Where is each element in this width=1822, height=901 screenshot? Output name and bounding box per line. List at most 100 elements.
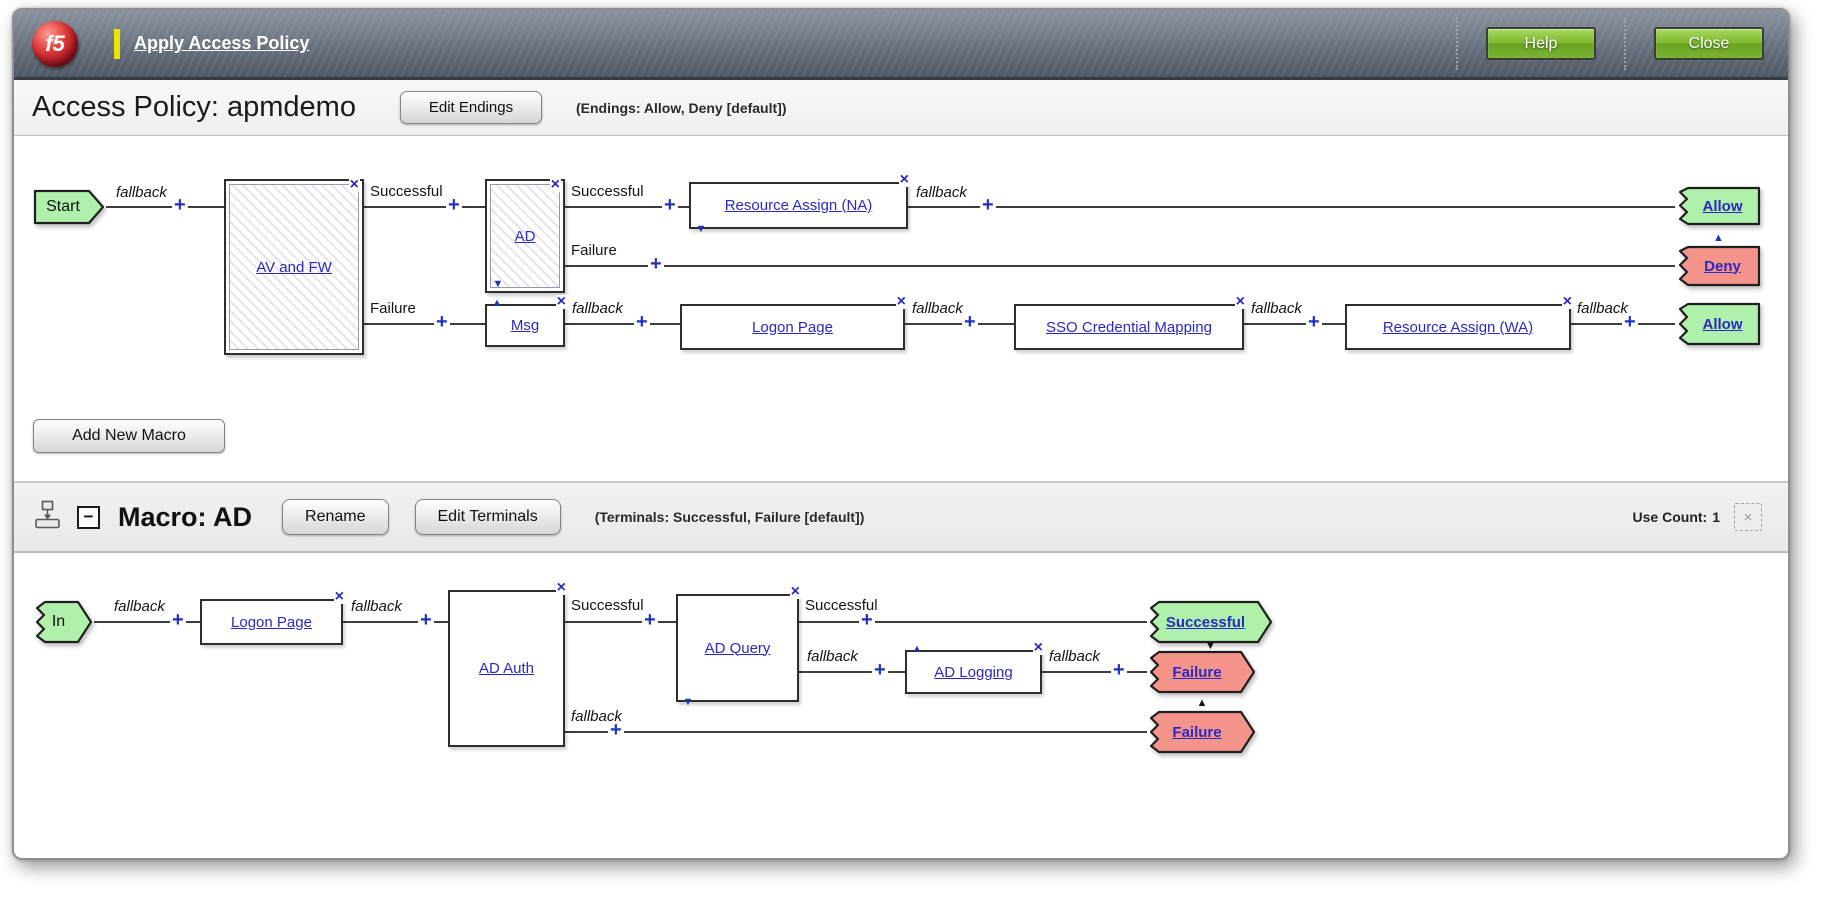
terminal-failure-link[interactable]: Failure (1172, 663, 1222, 681)
delete-node-icon[interactable]: × (895, 293, 907, 310)
add-item-icon[interactable]: + (642, 609, 658, 631)
delete-node-icon[interactable]: × (333, 588, 345, 605)
connector (565, 731, 1147, 733)
ending-allow-link[interactable]: Allow (1702, 315, 1743, 333)
connector (364, 323, 485, 325)
delete-node-icon[interactable]: × (555, 579, 567, 596)
apply-access-policy-link[interactable]: Apply Access Policy (134, 33, 310, 53)
dotted-separator (1456, 17, 1458, 70)
connector (565, 621, 676, 623)
macro-expand-down-icon: ▼ (492, 278, 504, 290)
add-item-icon[interactable]: + (434, 311, 450, 333)
add-item-icon[interactable]: + (634, 311, 650, 333)
add-item-icon[interactable]: + (170, 609, 186, 631)
branch-label-fallback: fallback (572, 300, 623, 317)
delete-node-icon[interactable]: × (789, 583, 801, 600)
delete-node-icon[interactable]: × (1234, 293, 1246, 310)
node-av-and-fw-link[interactable]: AV and FW (256, 258, 332, 276)
collapse-macro-toggle[interactable]: − (77, 505, 100, 529)
ending-allow-link[interactable]: Allow (1702, 197, 1743, 215)
branch-label-fallback: fallback (916, 184, 967, 201)
node-msg-link[interactable]: Msg (510, 317, 540, 334)
policy-header: Access Policy: apmdemo Edit Endings (End… (14, 80, 1788, 136)
add-item-icon[interactable]: + (1622, 311, 1638, 333)
delete-node-icon[interactable]: × (555, 293, 567, 310)
ending-allow-2: Allow (1675, 302, 1762, 346)
delete-node-icon[interactable]: × (549, 176, 561, 193)
macro-node-logon-page-link[interactable]: Logon Page (231, 613, 312, 631)
branch-label-fallback: fallback (114, 598, 165, 615)
delete-node-icon[interactable]: × (1032, 639, 1044, 656)
use-count-label: Use Count: (1632, 509, 1708, 525)
delete-node-icon[interactable]: × (898, 171, 910, 188)
node-sso-credential-mapping[interactable]: SSO Credential Mapping × (1014, 294, 1246, 350)
add-item-icon[interactable]: + (608, 719, 624, 741)
connector (799, 671, 905, 673)
node-resource-assign-wa-link[interactable]: Resource Assign (WA) (1382, 318, 1534, 336)
branch-label-fallback: fallback (1577, 300, 1628, 317)
node-ad-macro-link[interactable]: AD (514, 227, 536, 245)
branch-label-fallback: fallback (807, 648, 858, 665)
macro-canvas: fallback + fallback + Successful + Succe… (14, 553, 1788, 858)
edit-endings-button[interactable]: Edit Endings (399, 91, 542, 124)
branch-label-fallback: fallback (116, 184, 167, 201)
connector (565, 323, 680, 325)
macro-expand-up-icon: ▲ (491, 297, 503, 309)
branch-label-failure: Failure (370, 300, 416, 317)
add-item-icon[interactable]: + (962, 311, 978, 333)
add-new-macro-button[interactable]: Add New Macro (33, 419, 225, 453)
macro-node-ad-auth-link[interactable]: AD Auth (478, 660, 535, 677)
macro-node-logon-page[interactable]: Logon Page × (200, 589, 345, 645)
add-item-icon[interactable]: + (418, 609, 434, 631)
add-item-icon[interactable]: + (1306, 311, 1322, 333)
delete-node-icon[interactable]: × (1561, 293, 1573, 310)
add-item-icon[interactable]: + (662, 194, 678, 216)
use-count-value: 1 (1712, 509, 1720, 525)
add-item-icon[interactable]: + (446, 194, 462, 216)
endings-note: (Endings: Allow, Deny [default]) (575, 99, 787, 116)
add-item-icon[interactable]: + (648, 253, 664, 275)
f5-logo: f5 (32, 20, 78, 67)
node-sso-credential-mapping-link[interactable]: SSO Credential Mapping (1046, 318, 1212, 336)
add-item-icon[interactable]: + (172, 194, 188, 216)
terminal-failure-link[interactable]: Failure (1172, 723, 1222, 741)
connector (106, 206, 224, 208)
node-msg[interactable]: Msg × ▲ (485, 294, 567, 347)
macro-node-ad-query-link[interactable]: AD Query (704, 639, 771, 657)
terminal-failure: Failure ▲ (1147, 698, 1257, 754)
add-item-icon[interactable]: + (980, 194, 996, 216)
start-node: Start (32, 189, 106, 225)
node-ad-macro[interactable]: AD × ▼ (485, 176, 565, 293)
titlebar: f5 Apply Access Policy Help Close (14, 10, 1788, 80)
macro-node-ad-logging[interactable]: AD Logging × ▲ (905, 640, 1044, 694)
branch-label-fallback: fallback (1049, 648, 1100, 665)
ending-deny-link[interactable]: Deny (1704, 257, 1741, 275)
branch-label-successful: Successful (370, 183, 443, 200)
close-button[interactable]: Close (1654, 27, 1764, 60)
terminal-collapse-down-icon: ▼ (1205, 640, 1216, 652)
macro-node-ad-query[interactable]: AD Query × ▼ (676, 584, 801, 708)
terminal-successful-link[interactable]: Successful (1165, 613, 1246, 631)
add-item-icon[interactable]: + (1111, 659, 1127, 681)
edit-terminals-button[interactable]: Edit Terminals (414, 499, 561, 535)
node-av-and-fw[interactable]: AV and FW × (224, 176, 364, 355)
add-item-icon[interactable]: + (872, 659, 888, 681)
delete-macro-button-disabled[interactable]: × (1734, 503, 1762, 531)
branch-label-successful: Successful (571, 183, 644, 200)
node-resource-assign-na[interactable]: Resource Assign (NA) × ▼ (689, 172, 910, 235)
node-logon-page[interactable]: Logon Page × (680, 294, 907, 350)
delete-node-icon[interactable]: × (348, 176, 360, 193)
rename-macro-button[interactable]: Rename (282, 499, 389, 535)
connector (1244, 323, 1345, 325)
node-resource-assign-wa[interactable]: Resource Assign (WA) × (1345, 294, 1573, 350)
node-resource-assign-na-link[interactable]: Resource Assign (NA) (724, 197, 873, 214)
macro-node-ad-logging-link[interactable]: AD Logging (934, 663, 1013, 681)
titlebar-actions: Help Close (1428, 17, 1764, 70)
node-logon-page-link[interactable]: Logon Page (752, 318, 833, 336)
help-button[interactable]: Help (1486, 27, 1596, 60)
add-item-icon[interactable]: + (859, 609, 875, 631)
macro-title: Macro: AD (118, 501, 253, 532)
macro-node-ad-auth[interactable]: AD Auth × (448, 580, 567, 747)
page-title: Access Policy: apmdemo (32, 91, 356, 123)
